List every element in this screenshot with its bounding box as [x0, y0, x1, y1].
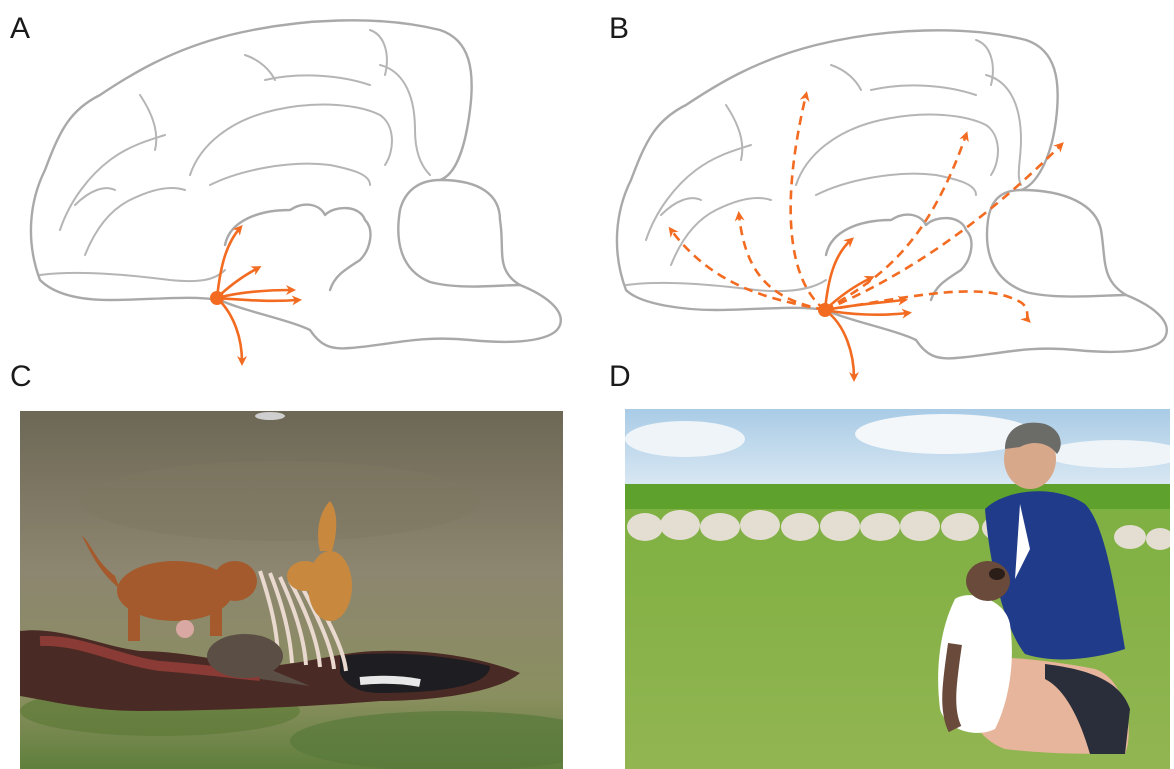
photo-dogs-carcass — [20, 411, 563, 769]
origin-node-b — [818, 303, 832, 317]
brain-diagram-a — [0, 0, 580, 380]
origin-node-a — [210, 291, 224, 305]
arrows-a — [217, 228, 298, 362]
sulci-b — [626, 40, 1021, 291]
photo-man-dog-sheep — [625, 409, 1170, 769]
brain-outline-b — [617, 30, 1167, 358]
sulci-a — [40, 30, 430, 281]
brain-diagram-b — [596, 0, 1174, 385]
solid-projections-b — [825, 240, 908, 378]
